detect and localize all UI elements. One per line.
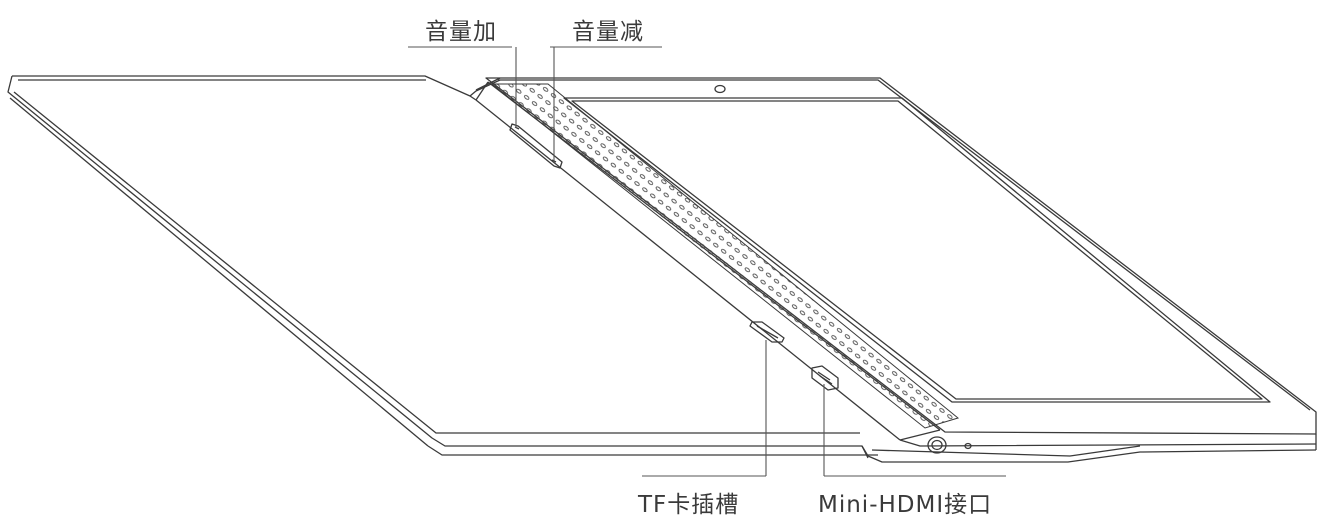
audio-jack-icon: [927, 436, 947, 454]
mini-hdmi-label: Mini-HDMI接口: [818, 492, 993, 518]
tf-slot-label: TF卡插槽: [638, 492, 740, 518]
camera-icon: [714, 84, 726, 94]
speaker-grille: [492, 84, 958, 428]
volume-up-label: 音量加: [425, 19, 497, 45]
hdmi-port-icon: [811, 365, 839, 391]
tablet-side-edge: [475, 77, 941, 441]
volume-down-label: 音量减: [572, 19, 644, 45]
tablet-base: [861, 434, 1317, 463]
mic-hole-icon: [964, 442, 972, 450]
tf-slot-icon: [749, 321, 785, 343]
